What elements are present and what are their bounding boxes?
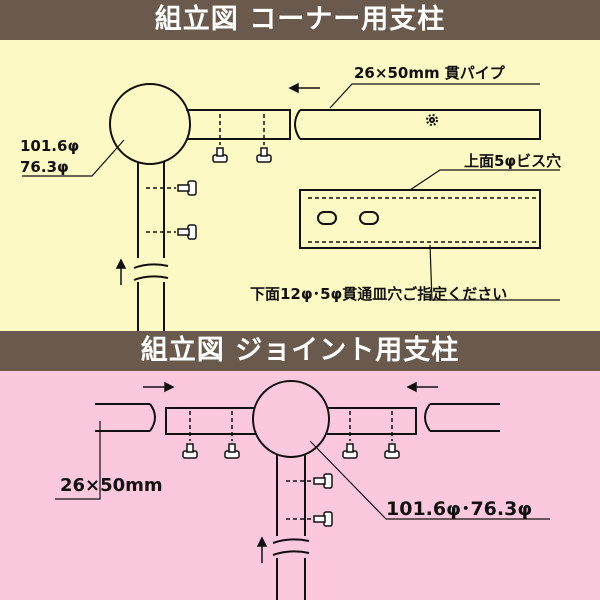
slot-hole-left [317, 211, 337, 225]
screw-icon [177, 180, 197, 196]
vertical-post-lower [137, 282, 165, 331]
screw-icon [384, 443, 400, 459]
arrow-up-head [115, 258, 127, 269]
vertical-post-upper [137, 160, 165, 258]
vertical-post-break-top [272, 538, 310, 544]
screw-icon [313, 473, 333, 489]
horizontal-stub [186, 109, 291, 140]
screw-icon [224, 443, 240, 459]
through-pipe-end [294, 109, 301, 140]
vertical-post-lower [276, 558, 306, 600]
through-pipe [300, 109, 541, 140]
left-stub [165, 407, 258, 435]
leader-diameter [309, 440, 550, 520]
screw-hole-mark [426, 114, 438, 126]
screw-icon [256, 147, 272, 163]
screw-icon [182, 443, 198, 459]
leader-pipe [55, 421, 101, 500]
round-post [252, 380, 330, 458]
screw-hole-label: 上面5φビス穴 [464, 152, 562, 170]
pipe-bottom-view [299, 189, 541, 249]
screw-icon [313, 511, 333, 527]
joint-post-title: 組立図 ジョイント用支柱 [0, 331, 600, 371]
pipe-label: 26×50mm 貫パイプ [354, 64, 505, 82]
arrow-left-head [288, 82, 299, 94]
diameter-label-2: 76.3φ [20, 158, 69, 176]
vertical-post-break-bottom [272, 550, 310, 556]
screw-icon [212, 147, 228, 163]
corner-post-diagram [22, 82, 560, 331]
joint-post-panel: 組立図 ジョイント用支柱 [0, 331, 600, 600]
vertical-post-break-bottom [133, 275, 169, 281]
arrow-up-head [256, 536, 268, 547]
pipe-label: 26×50mm [60, 475, 163, 496]
leader-bottom-holes [429, 244, 560, 301]
right-pipe-end [424, 403, 431, 432]
corner-post-panel: 組立図 コーナー用支柱 [0, 0, 600, 331]
round-post [109, 83, 191, 165]
screw-icon [177, 224, 197, 240]
slot-hole-right [359, 211, 379, 225]
arrow-right-head [164, 381, 175, 393]
screw-icon [342, 443, 358, 459]
left-pipe-end [149, 403, 156, 432]
diameter-label: 101.6φ･76.3φ [386, 498, 533, 520]
screw-hole-center [429, 117, 435, 123]
bottom-holes-label: 下面12φ･5φ貫通皿穴ご指定ください [250, 285, 508, 303]
right-pipe [430, 403, 500, 432]
leader-pipe [329, 83, 540, 109]
vertical-post-upper [276, 451, 306, 536]
corner-post-title: 組立図 コーナー用支柱 [0, 0, 600, 40]
joint-post-diagram [55, 380, 550, 600]
leader-screw-hole [409, 169, 560, 191]
leader-diameter [22, 139, 125, 177]
vertical-post-break-top [133, 263, 169, 269]
right-stub [324, 407, 417, 435]
left-pipe [95, 403, 150, 432]
arrow-left-head [406, 381, 417, 393]
diameter-label-1: 101.6φ [20, 137, 80, 155]
